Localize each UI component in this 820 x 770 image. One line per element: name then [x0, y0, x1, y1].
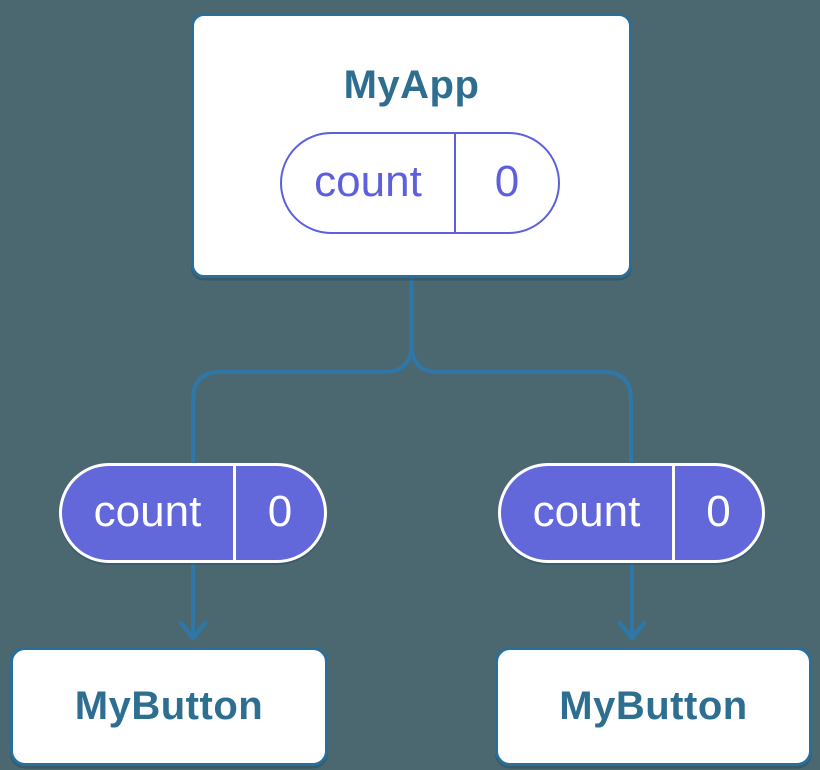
node-title: MyButton	[559, 684, 748, 728]
state-key: count	[93, 486, 202, 536]
connector-branch-left	[191, 344, 414, 468]
state-value: 0	[706, 486, 731, 536]
state-pill-right-child: count 0	[498, 463, 765, 563]
state-key: count	[314, 156, 422, 206]
state-key: count	[532, 486, 641, 536]
state-pill-left-child: count 0	[59, 463, 327, 563]
node-title: MyButton	[74, 684, 264, 728]
component-node-myapp: MyApp count 0	[191, 13, 632, 278]
pill-divider	[672, 466, 675, 560]
arrow-left-head	[178, 620, 208, 641]
node-title: MyApp	[343, 63, 480, 107]
state-value: 0	[267, 486, 293, 536]
pill-divider	[454, 134, 456, 232]
component-node-mybutton-right: MyButton	[495, 647, 812, 766]
component-node-mybutton-left: MyButton	[10, 647, 328, 766]
state-value: 0	[494, 156, 520, 206]
connector-branch-right	[409, 344, 633, 468]
arrow-right-head	[617, 620, 647, 641]
pill-divider	[233, 466, 236, 560]
state-pill-root: count 0	[280, 132, 560, 234]
